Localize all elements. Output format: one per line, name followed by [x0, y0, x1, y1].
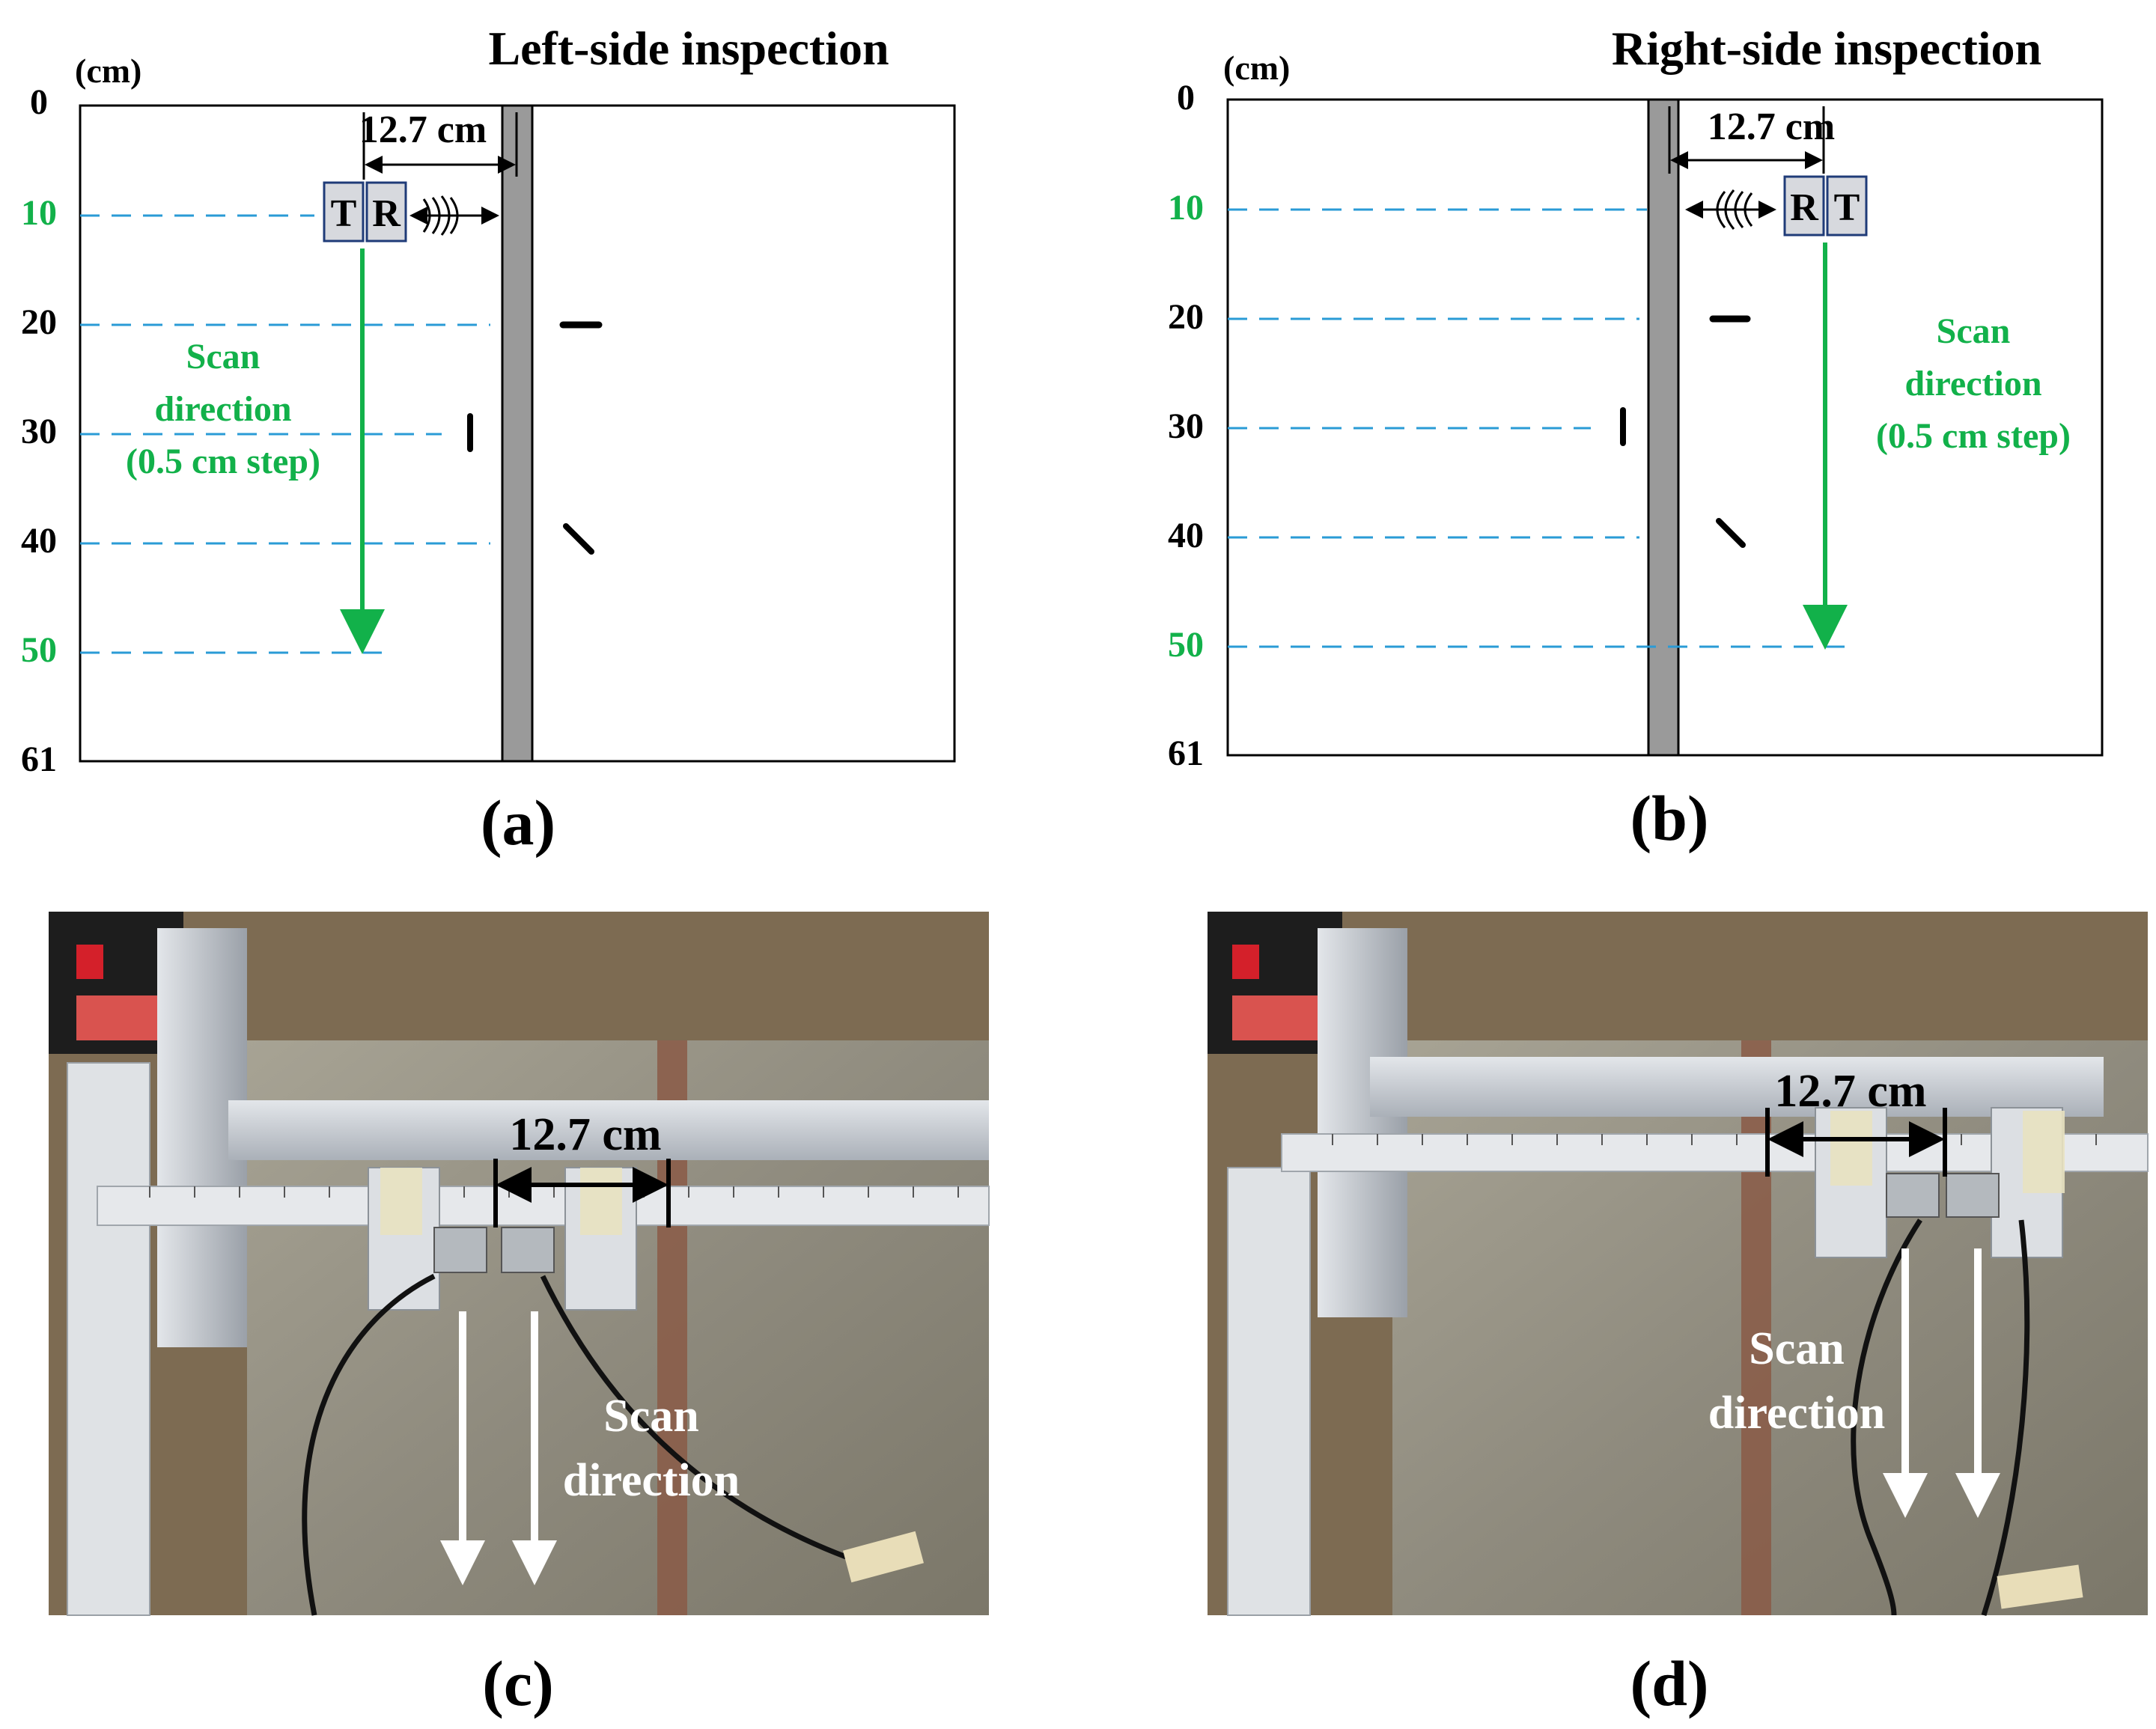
panel-a-scan-text-1: Scan: [186, 337, 261, 376]
panel-b-tick-61: 61: [1168, 734, 1204, 773]
panel-d-caption: (d): [1630, 1647, 1708, 1719]
panel-b-unit-label: (cm): [1223, 49, 1290, 87]
panel-b-weld: [1647, 98, 1680, 757]
panel-c-vertical-ruler: [67, 1062, 150, 1616]
panel-b-tick-40: 40: [1168, 516, 1204, 555]
panel-c-horizontal-ruler: [97, 1186, 990, 1226]
panel-d-sensor-transmitter: [1946, 1173, 2000, 1218]
panel-b-scan-text-1: Scan: [1937, 311, 2011, 351]
panel-a-tick-0: 0: [30, 82, 48, 122]
panel-d-cable-right: [1981, 1219, 2030, 1617]
panel-c-caption: (c): [482, 1647, 553, 1719]
panel-b-defect-diagonal: [1716, 518, 1746, 548]
panel-c-sensor-receiver: [501, 1227, 555, 1273]
panel-a-unit-label: (cm): [75, 52, 141, 90]
panel-d-sensor-receiver: [1886, 1173, 1940, 1218]
panel-d-tape-right: [2023, 1111, 2065, 1193]
panel-c-cable-right: [540, 1275, 847, 1560]
panel-b-tick-50: 50: [1168, 625, 1204, 665]
panel-b-tick-20: 20: [1168, 297, 1204, 337]
panel-c-tape-left: [380, 1168, 422, 1235]
panel-d-cable-left: [1851, 1219, 1922, 1616]
panel-a-scan-text-3: (0.5 cm step): [126, 442, 320, 481]
panel-d-gap-label: 12.7 cm: [1774, 1066, 1926, 1117]
panel-b-scan-text-2: direction: [1904, 364, 2041, 403]
panel-c-photo: 12.7 cm Scan direction (c): [49, 912, 990, 1719]
panel-d-clamp-red-button: [1232, 945, 1259, 979]
panel-a-gap-label: 12.7 cm: [359, 109, 487, 151]
panel-a-tick-50: 50: [21, 630, 57, 670]
panel-c-horizontal-rail: [228, 1100, 989, 1160]
panel-c-scan-text-2: direction: [563, 1455, 740, 1506]
panel-c-sensor-transmitter: [433, 1227, 487, 1273]
panel-a-sensor-transmitter: [323, 181, 365, 243]
panel-b-sensor-receiver: [1783, 175, 1825, 237]
panel-c-cable-left: [302, 1273, 436, 1616]
panel-a-sensor-t-label: T: [331, 192, 357, 235]
panel-b-scan-text-3: (0.5 cm step): [1876, 416, 2071, 456]
panel-a-tick-20: 20: [21, 302, 57, 342]
panel-a-tick-40: 40: [21, 521, 57, 561]
panel-a-defect-diagonal: [563, 523, 594, 555]
panel-a-sensor-r-label: R: [372, 192, 401, 235]
panel-b-sensor-r-label: R: [1790, 186, 1819, 229]
panel-a-schematic: Left-side inspection (cm) 0 10 20 30 40 …: [21, 22, 956, 859]
panel-d-photo: 12.7 cm Scan direction (d): [1208, 912, 2149, 1719]
panel-c-gap-label: 12.7 cm: [509, 1109, 661, 1160]
panel-b-gap-label: 12.7 cm: [1708, 106, 1835, 148]
panel-c-clamp-red-button: [76, 945, 103, 979]
panel-a-sensor-receiver: [365, 181, 407, 243]
panel-a-title: Left-side inspection: [488, 22, 889, 75]
panel-a-scan-text-2: direction: [154, 389, 291, 429]
panel-a-weld: [501, 104, 534, 763]
panel-b-sensor-transmitter: [1826, 175, 1868, 237]
panel-c-tape-right: [580, 1168, 622, 1235]
panel-d-tape-left: [1830, 1111, 1872, 1186]
panel-b-tick-0: 0: [1177, 78, 1195, 118]
panel-d-scan-text-1: Scan: [1749, 1323, 1844, 1374]
panel-b-caption: (b): [1630, 782, 1708, 854]
panel-d-horizontal-rail: [1370, 1057, 2104, 1117]
panel-a-tick-10: 10: [21, 193, 57, 233]
panel-b-tick-10: 10: [1168, 188, 1204, 228]
panel-d-vertical-rail: [1318, 928, 1407, 1317]
panel-b-schematic: Right-side inspection (cm) 0 10 20 30 40…: [1168, 22, 2104, 854]
panel-c-cable-wrap: [843, 1531, 924, 1583]
panel-d-scan-text-2: direction: [1708, 1388, 1886, 1439]
panel-a-tick-30: 30: [21, 412, 57, 451]
panel-d-cable-wrap: [1997, 1564, 2083, 1609]
panel-d-vertical-ruler: [1227, 1167, 1311, 1616]
panel-b-sensor-t-label: T: [1834, 186, 1860, 229]
panel-a-tick-61: 61: [21, 740, 57, 779]
panel-a-caption: (a): [481, 787, 555, 859]
panel-b-title: Right-side inspection: [1612, 22, 2041, 75]
panel-b-tick-30: 30: [1168, 406, 1204, 446]
panel-c-scan-text-1: Scan: [603, 1391, 698, 1442]
